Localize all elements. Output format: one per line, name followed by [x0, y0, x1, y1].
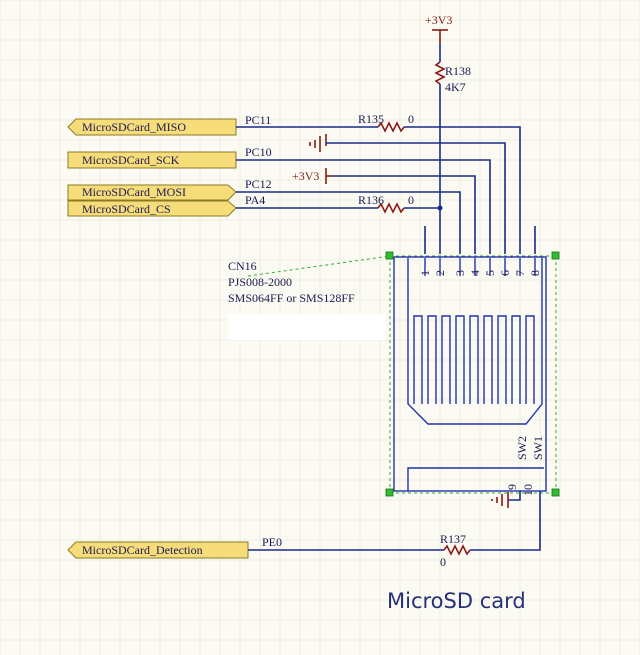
pin-number: 6	[498, 270, 512, 276]
switch-frame	[407, 467, 544, 491]
sd-card-contacts	[413, 315, 535, 404]
power-symbol-top[interactable]: +3V3	[425, 13, 452, 44]
selection-handle-tl[interactable]	[385, 251, 394, 260]
port-sck[interactable]: MicroSDCard_SCK	[67, 151, 237, 169]
net-label-pa4: PA4	[245, 193, 265, 207]
r136-ref: R136	[358, 193, 384, 207]
pin10-label: 10	[521, 484, 535, 496]
net-label-pe0: PE0	[262, 535, 282, 549]
resistor-r136[interactable]: R136 0	[358, 193, 414, 214]
pin-number: 8	[528, 270, 542, 276]
pin-number: 1	[418, 270, 432, 276]
sd-card-outline	[407, 258, 543, 425]
diagram-caption: MicroSD card	[387, 589, 526, 613]
port-sck-label: MicroSDCard_SCK	[82, 153, 180, 167]
resistor-r138[interactable]: R138 4K7	[434, 61, 471, 94]
ground-symbol-bottom[interactable]	[491, 492, 509, 508]
selection-link	[247, 255, 391, 277]
connector-alt-part: SMS064FF or SMS128FF	[228, 291, 355, 305]
power-symbol-mid[interactable]: +3V3	[292, 168, 333, 184]
r136-value: 0	[408, 193, 414, 207]
connector-ref: CN16	[228, 259, 257, 273]
port-miso-label: MicroSDCard_MISO	[82, 120, 186, 134]
connector-part: PJS008-2000	[228, 275, 292, 289]
sw1-label: SW1	[531, 436, 545, 460]
junction-dot	[437, 205, 443, 211]
pin-number: 7	[513, 270, 527, 276]
selection-handle-bl[interactable]	[385, 488, 394, 497]
resistor-r135[interactable]: R135 0	[358, 112, 414, 133]
sw2-label: SW2	[515, 436, 529, 460]
port-miso[interactable]: MicroSDCard_MISO	[67, 118, 237, 136]
port-cs-label: MicroSDCard_CS	[82, 202, 171, 216]
r137-value: 0	[440, 555, 446, 569]
connector-body	[393, 256, 547, 492]
net-label-pc12: PC12	[245, 177, 272, 191]
pin-number: 4	[468, 270, 482, 276]
r138-value: 4K7	[445, 80, 466, 94]
port-mosi[interactable]: MicroSDCard_MOSI	[67, 184, 237, 201]
net-label-pc11: PC11	[245, 113, 271, 127]
connector-pin-leads	[424, 258, 536, 276]
text-highlight	[228, 314, 386, 340]
port-mosi-label: MicroSDCard_MOSI	[82, 185, 186, 199]
pin-number: 3	[453, 270, 467, 276]
r138-ref: R138	[445, 64, 471, 78]
port-detection-label: MicroSDCard_Detection	[82, 543, 203, 557]
r135-value: 0	[408, 112, 414, 126]
net-label-pc10: PC10	[245, 145, 272, 159]
r135-ref: R135	[358, 112, 384, 126]
port-detection[interactable]: MicroSDCard_Detection	[67, 541, 249, 559]
pin-number: 2	[433, 270, 447, 276]
port-cs[interactable]: MicroSDCard_CS	[67, 200, 237, 217]
power-label-top: +3V3	[425, 13, 452, 27]
selection-handle-br[interactable]	[551, 488, 560, 497]
pin-number: 5	[483, 270, 497, 276]
selection-handle-tr[interactable]	[551, 251, 560, 260]
resistor-r137[interactable]: R137 0	[440, 532, 471, 569]
ground-symbol-top[interactable]	[309, 134, 327, 152]
r137-ref: R137	[440, 532, 466, 546]
power-label-mid: +3V3	[292, 169, 319, 183]
pin9-label: 9	[505, 484, 519, 490]
